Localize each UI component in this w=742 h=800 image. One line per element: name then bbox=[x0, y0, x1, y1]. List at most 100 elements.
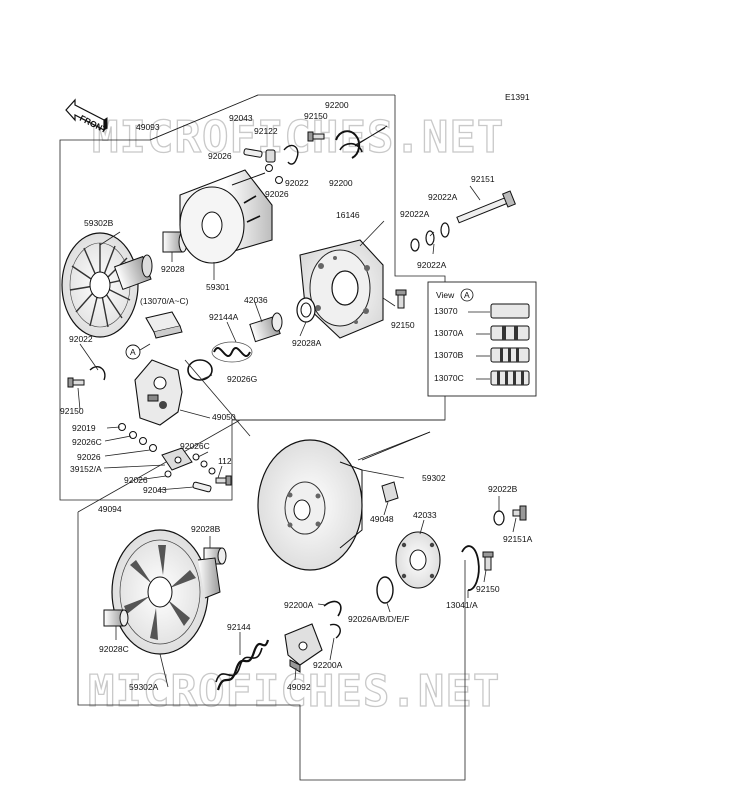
part-13070-shoe bbox=[145, 311, 183, 339]
label-16146: 16146 bbox=[336, 210, 360, 220]
label-92022a-1: 92022A bbox=[428, 192, 458, 202]
label-92144a: 92144A bbox=[209, 312, 239, 322]
label-59302: 59302 bbox=[422, 473, 446, 483]
part-39152a-roller bbox=[161, 447, 193, 471]
label-92200a-2: 92200A bbox=[313, 660, 343, 670]
label-13041a: 13041/A bbox=[446, 600, 478, 610]
part-16146-spider-plate bbox=[299, 239, 384, 339]
label-92122: 92122 bbox=[254, 126, 278, 136]
view-a-row-1: 13070A bbox=[434, 325, 530, 341]
assembly-49093-outline bbox=[59, 94, 446, 501]
label-92151: 92151 bbox=[471, 174, 495, 184]
label-92026-b: 92026 bbox=[265, 189, 289, 199]
part-92200-ring-top bbox=[335, 130, 361, 159]
part-92028c-bushing bbox=[103, 609, 129, 627]
label-92028: 92028 bbox=[161, 264, 185, 274]
part-49092-cam bbox=[284, 623, 323, 673]
part-92022-clip-left bbox=[89, 366, 106, 381]
label-92022-left: 92022 bbox=[69, 334, 93, 344]
label-92022a-2: 92022A bbox=[400, 209, 430, 219]
part-92028a-bushing bbox=[296, 297, 316, 323]
part-59302b-fan-sheave bbox=[61, 232, 153, 338]
part-42036-sleeve bbox=[249, 312, 283, 343]
label-92150-right: 92150 bbox=[476, 584, 500, 594]
label-39152a: 39152/A bbox=[70, 464, 102, 474]
part-92026abdef-ring bbox=[376, 576, 394, 604]
view-a-row-3: 13070C bbox=[434, 370, 530, 386]
label-92026abdef: 92026A/B/D/E/F bbox=[348, 614, 409, 624]
label-92026-a: 92026 bbox=[208, 151, 232, 161]
part-92022a-washers bbox=[410, 222, 450, 252]
part-92144a-spring bbox=[211, 341, 253, 363]
label-92022-top: 92022 bbox=[285, 178, 309, 188]
label-92200-top: 92200 bbox=[325, 100, 349, 110]
label-92028c: 92028C bbox=[99, 644, 129, 654]
part-59301-cover-drum bbox=[179, 169, 273, 264]
label-92026-c: 92026 bbox=[77, 452, 101, 462]
part-92026c-collars bbox=[164, 453, 216, 478]
part-92019-collars bbox=[118, 423, 157, 452]
part-59302-fixed-sheave bbox=[257, 439, 363, 571]
label-59302b: 59302B bbox=[84, 218, 114, 228]
part-92151a-bolt bbox=[512, 505, 527, 521]
label-49048: 49048 bbox=[370, 514, 394, 524]
view-a-title: View bbox=[436, 290, 455, 300]
leader-lines bbox=[77, 185, 517, 688]
part-labels: 92043 92122 92150 92200 92200 92026 9202… bbox=[60, 100, 533, 692]
part-92200a-clip-lower bbox=[329, 623, 341, 639]
assembly-label-49094: 49094 bbox=[98, 504, 122, 514]
view-a-row-label: 13070C bbox=[434, 373, 464, 383]
part-92150-bolt-top bbox=[307, 131, 325, 142]
part-92122-collar bbox=[265, 149, 276, 163]
part-92200-ring-bottom bbox=[339, 142, 363, 153]
view-a-row-label: 13070 bbox=[434, 306, 458, 316]
part-92200a-clip-upper bbox=[323, 600, 342, 617]
view-a-row-0: 13070 bbox=[434, 303, 530, 319]
marker-a-icon: A bbox=[125, 344, 141, 360]
label-49050: 49050 bbox=[212, 412, 236, 422]
part-13041a-snap-ring bbox=[461, 545, 480, 591]
label-92026c-2: 92026C bbox=[180, 441, 210, 451]
part-92150-bolt-left bbox=[67, 377, 85, 388]
part-92026-collar-top bbox=[265, 164, 283, 184]
label-112: 112 bbox=[218, 456, 232, 466]
label-92022a-3: 92022A bbox=[417, 260, 447, 270]
part-49048-weight bbox=[381, 481, 399, 503]
part-92022-clip-top bbox=[283, 144, 299, 165]
part-59302a-movable-sheave bbox=[111, 529, 221, 655]
label-92200a-1: 92200A bbox=[284, 600, 314, 610]
part-92022b-washer bbox=[493, 510, 505, 526]
label-92150-left: 92150 bbox=[60, 406, 84, 416]
part-92144-spring bbox=[215, 639, 270, 691]
marker-a-label: A bbox=[130, 347, 136, 357]
label-92026-d: 92026 bbox=[124, 475, 148, 485]
label-92019: 92019 bbox=[72, 423, 96, 433]
label-92151a: 92151A bbox=[503, 534, 533, 544]
label-92022b: 92022B bbox=[488, 484, 518, 494]
label-92043-bottom: 92043 bbox=[143, 485, 167, 495]
part-42033-ramp-plate bbox=[395, 531, 441, 589]
part-92043-pin-bottom bbox=[192, 481, 212, 493]
label-49092: 49092 bbox=[287, 682, 311, 692]
label-42033: 42033 bbox=[413, 510, 437, 520]
watermark-bottom: MICROFICHES.NET bbox=[88, 666, 500, 717]
label-92028b: 92028B bbox=[191, 524, 221, 534]
label-92150-mid: 92150 bbox=[391, 320, 415, 330]
part-92150-bolt-mid bbox=[395, 289, 407, 309]
label-92028a: 92028A bbox=[292, 338, 322, 348]
view-a-row-2: 13070B bbox=[434, 347, 530, 363]
label-92026g: 92026G bbox=[227, 374, 257, 384]
label-92150-top: 92150 bbox=[304, 111, 328, 121]
label-92026c-1: 92026C bbox=[72, 437, 102, 447]
part-92043-pin-top bbox=[243, 148, 263, 158]
view-a-row-label: 13070B bbox=[434, 350, 464, 360]
part-92150-bolt-right bbox=[482, 551, 494, 571]
pointer-marks bbox=[354, 125, 431, 461]
label-92144: 92144 bbox=[227, 622, 251, 632]
label-13070-a-c: (13070/A~C) bbox=[140, 296, 189, 306]
part-112-bolt bbox=[215, 475, 232, 486]
label-59301: 59301 bbox=[206, 282, 230, 292]
label-59302a: 59302A bbox=[129, 682, 159, 692]
diagram-id: E1391 bbox=[505, 92, 530, 102]
